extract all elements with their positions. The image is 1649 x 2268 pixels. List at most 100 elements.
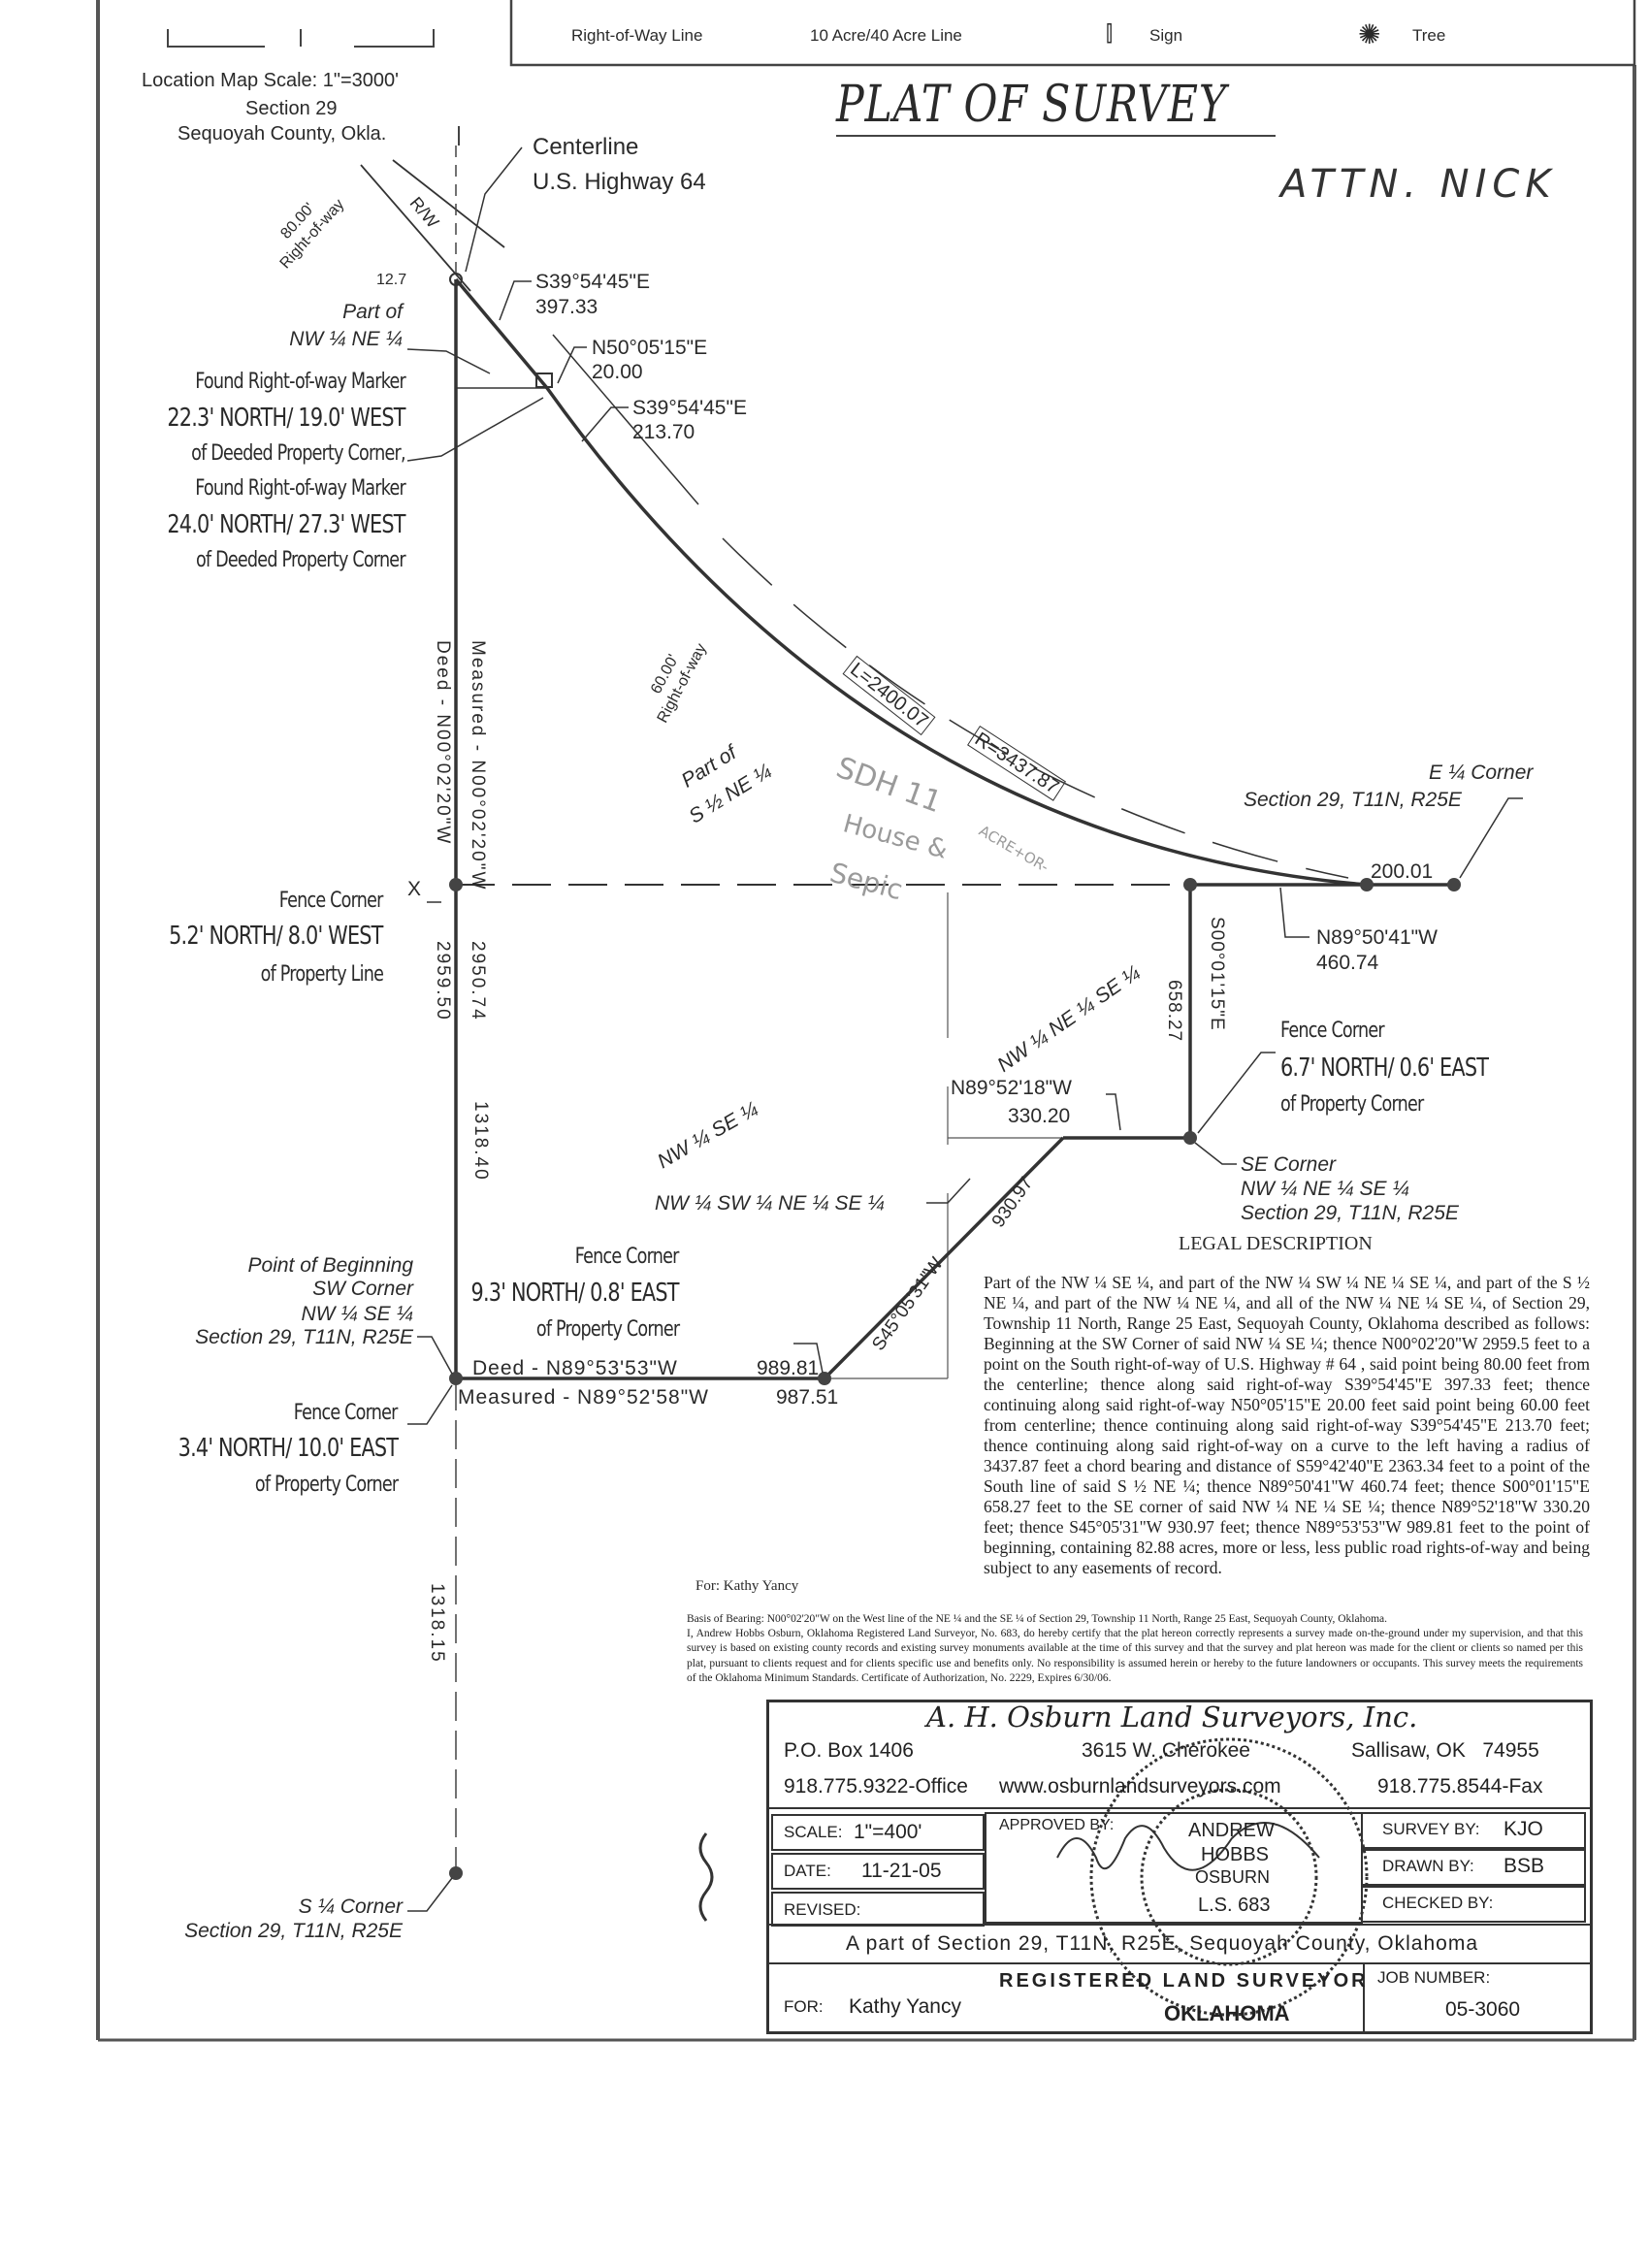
- location-map-county: Sequoyah County, Okla.: [178, 123, 387, 145]
- bearing-label: N89°52'18"W: [951, 1077, 1072, 1099]
- basis-of-bearing: Basis of Bearing: N00°02'20"W on the Wes…: [687, 1612, 1583, 1686]
- basis-bearing-text: Basis of Bearing: N00°02'20"W on the Wes…: [687, 1613, 1388, 1625]
- fence-note: Fence Corner: [575, 1245, 680, 1269]
- survey-by-label: SURVEY BY:: [1382, 1820, 1480, 1838]
- marker-note: 22.3' NORTH/ 19.0' WEST: [167, 404, 406, 433]
- scroll-ornament-icon: [698, 1832, 714, 1922]
- e-quarter-corner-section: Section 29, T11N, R25E: [1244, 789, 1462, 811]
- pob-label: Section 29, T11N, R25E: [195, 1326, 413, 1348]
- pob-monument: [449, 1372, 463, 1385]
- leader-line: [1106, 1093, 1121, 1131]
- leader-line: [1279, 887, 1310, 938]
- leader-line: [926, 1178, 971, 1204]
- fence-note: 9.3' NORTH/ 0.8' EAST: [470, 1279, 680, 1308]
- leader-line: [417, 1336, 453, 1375]
- distance-label: 200.01: [1371, 860, 1434, 883]
- se-corner-label: SE Corner: [1241, 1153, 1337, 1176]
- survey-by-value: KJO: [1504, 1818, 1543, 1840]
- measured-south-distance: 987.51: [776, 1386, 839, 1409]
- date-label: DATE:: [784, 1862, 831, 1880]
- location-map-section: Section 29: [245, 98, 338, 119]
- marker-note: Found Right-of-way Marker: [195, 476, 406, 501]
- deed-west-bearing: Deed - N00°02'20"W: [433, 640, 453, 846]
- bearing-label: S00°01'15"E: [1207, 917, 1227, 1031]
- marker-note: of Deeded Property Corner: [196, 548, 406, 572]
- leader-line: [406, 397, 544, 462]
- distance-label: 2950.74: [468, 941, 488, 1021]
- job-number-label: JOB NUMBER:: [1377, 1968, 1491, 1987]
- handwritten-attn: ATTN. NICK: [1280, 162, 1557, 207]
- company-header: [766, 1700, 1593, 1809]
- bearing-label: N89°50'41"W: [1316, 926, 1438, 949]
- distance-label: 460.74: [1316, 952, 1379, 974]
- checked-by-cell: [1361, 1886, 1586, 1923]
- bearing-label: N50°05'15"E: [592, 337, 708, 359]
- for-value: Kathy Yancy: [849, 1995, 961, 2018]
- legend-acre-line: 10 Acre/40 Acre Line: [810, 26, 962, 45]
- highway-rw-curve-offset: [722, 537, 1349, 879]
- corner-monument: [818, 1372, 831, 1385]
- scale-cell: [771, 1814, 985, 1851]
- drawn-by-cell: [1361, 1849, 1586, 1886]
- leader-line: [407, 1877, 453, 1912]
- legend-box: [509, 0, 1636, 67]
- seal-name: HOBBS: [1201, 1844, 1270, 1865]
- legend-sign: Sign: [1149, 26, 1183, 45]
- distance-label: 330.20: [1008, 1105, 1071, 1127]
- leader-line: [557, 346, 587, 384]
- scale-label: SCALE:: [784, 1823, 843, 1841]
- legend-tree: Tree: [1412, 26, 1446, 45]
- legal-description-text: Part of the NW ¼ SE ¼, and part of the N…: [984, 1273, 1590, 1577]
- corner-monument: [1360, 878, 1374, 891]
- measured-west-bearing: Measured - N00°02'20"W: [468, 640, 488, 891]
- company-street: 3615 W. Cherokee: [1082, 1739, 1250, 1762]
- pob-label: NW ¼ SE ¼: [301, 1303, 413, 1325]
- legend-right-of-way-line: Right-of-Way Line: [571, 26, 703, 45]
- boundary-curve: [545, 386, 1368, 887]
- highway-rw-line-2: [552, 334, 699, 505]
- bearing-label: S39°54'45"E: [632, 397, 747, 419]
- location-row: [766, 1924, 1593, 1964]
- boundary-930: [823, 1136, 1065, 1380]
- highway-rw-line: [360, 164, 471, 292]
- distance-label: 397.33: [535, 296, 598, 318]
- s-quarter-corner-label: Section 29, T11N, R25E: [184, 1920, 403, 1942]
- location-description: A part of Section 29, T11N, R25E, Sequoy…: [846, 1932, 1479, 1955]
- fence-note: Fence Corner: [279, 889, 384, 913]
- corner-monument: [449, 878, 463, 891]
- seal-license: L.S. 683: [1198, 1895, 1271, 1916]
- distance-label: 2959.50: [433, 941, 453, 1021]
- company-website: www.osburnlandsurveyors.com: [999, 1775, 1281, 1798]
- fence-note: of Property Line: [260, 962, 383, 987]
- company-name: A. H. Osburn Land Surveyors, Inc.: [926, 1701, 1418, 1733]
- part-nw-label-2: NW ¼ NE ¼: [289, 328, 403, 350]
- fence-note: Fence Corner: [294, 1401, 399, 1425]
- location-map-bracket-right: [354, 29, 435, 48]
- e-quarter-corner-label: E ¼ Corner: [1429, 761, 1534, 784]
- company-fax: 918.775.8544-Fax: [1377, 1775, 1543, 1798]
- tree-icon: ✺: [1358, 19, 1381, 49]
- deed-south-bearing: Deed - N89°53'53"W: [472, 1357, 678, 1379]
- revised-label: REVISED:: [784, 1900, 861, 1919]
- drawn-by-label: DRAWN BY:: [1382, 1857, 1474, 1875]
- surveyor-certification: I, Andrew Hobbs Osburn, Oklahoma Registe…: [687, 1628, 1583, 1684]
- highway-centerline: [392, 159, 505, 248]
- leader-line: [465, 146, 523, 273]
- leader-line: [1197, 1052, 1276, 1134]
- leader-line: [1194, 1142, 1237, 1165]
- date-value: 11-21-05: [861, 1860, 942, 1882]
- fence-note: of Property Corner: [254, 1473, 399, 1497]
- fence-note: 5.2' NORTH/ 8.0' WEST: [169, 922, 384, 951]
- seal-ring-text: REGISTERED LAND SURVEYOR: [999, 1970, 1369, 1992]
- surveyor-seal-outer: [1089, 1737, 1369, 2017]
- corner-monument: [1183, 878, 1197, 891]
- drawn-by-value: BSB: [1504, 1855, 1545, 1877]
- checked-by-label: CHECKED BY:: [1382, 1894, 1494, 1912]
- seal-name: ANDREW: [1188, 1820, 1275, 1841]
- marker-note: of Deeded Property Corner,: [191, 441, 405, 466]
- deed-south-distance: 989.81: [757, 1357, 820, 1379]
- fence-note: Fence Corner: [1280, 1019, 1385, 1043]
- distance-label: 20.00: [592, 361, 643, 383]
- distance-label: 1318.15: [427, 1583, 447, 1664]
